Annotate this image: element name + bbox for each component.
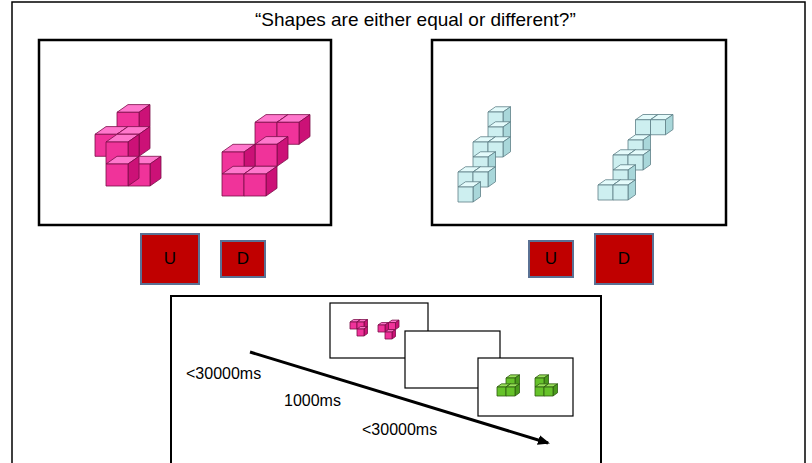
cube-face	[106, 164, 128, 186]
cube-face	[396, 320, 400, 329]
cube-face	[613, 185, 628, 200]
cube-face	[473, 182, 481, 202]
cube-shapes	[95, 105, 673, 396]
cube-face	[392, 330, 396, 339]
button-label: U	[164, 249, 176, 269]
button-label: U	[545, 249, 557, 269]
cube-face	[515, 384, 520, 396]
response-button: D	[220, 240, 266, 278]
cube-face	[128, 156, 139, 186]
duration-label: 1000ms	[284, 392, 341, 410]
cube-face	[666, 115, 674, 135]
response-button: U	[140, 233, 200, 285]
duration-label: <30000ms	[362, 421, 437, 439]
response-button: D	[594, 233, 654, 285]
cube-face	[385, 332, 392, 339]
cube-face	[378, 325, 385, 332]
cube-face	[458, 187, 473, 202]
cube-face	[503, 137, 511, 157]
response-button: U	[528, 240, 574, 278]
timeline-panel	[171, 296, 601, 463]
cube-face	[636, 120, 651, 135]
cube-face	[244, 174, 266, 196]
cube-face	[598, 185, 613, 200]
stimulus-panel	[39, 40, 331, 225]
stimulus-panel	[432, 40, 726, 225]
trial-frame	[478, 358, 573, 416]
cube-face	[488, 167, 496, 187]
cube-face	[222, 174, 244, 196]
cube-face	[364, 327, 368, 336]
duration-label: <30000ms	[186, 365, 261, 383]
button-label: D	[618, 249, 630, 269]
cube-face	[277, 137, 288, 167]
cube-face	[266, 166, 277, 196]
cube-face	[255, 144, 277, 166]
cube-face	[139, 127, 150, 157]
cube-face	[651, 120, 666, 135]
cube-face	[506, 387, 515, 396]
cube-face	[544, 387, 553, 396]
cube-face	[389, 323, 396, 330]
time-arrow	[250, 352, 548, 443]
cube-face	[497, 387, 506, 396]
cube-face	[350, 322, 357, 329]
cube-face	[643, 150, 651, 170]
button-label: D	[237, 249, 249, 269]
cube-face	[535, 387, 544, 396]
cube-face	[299, 115, 310, 145]
cube-face	[628, 180, 636, 200]
cube-face	[150, 156, 161, 186]
cube-face	[357, 329, 364, 336]
cube-face	[553, 384, 558, 396]
title: “Shapes are either equal or different?”	[255, 9, 576, 31]
